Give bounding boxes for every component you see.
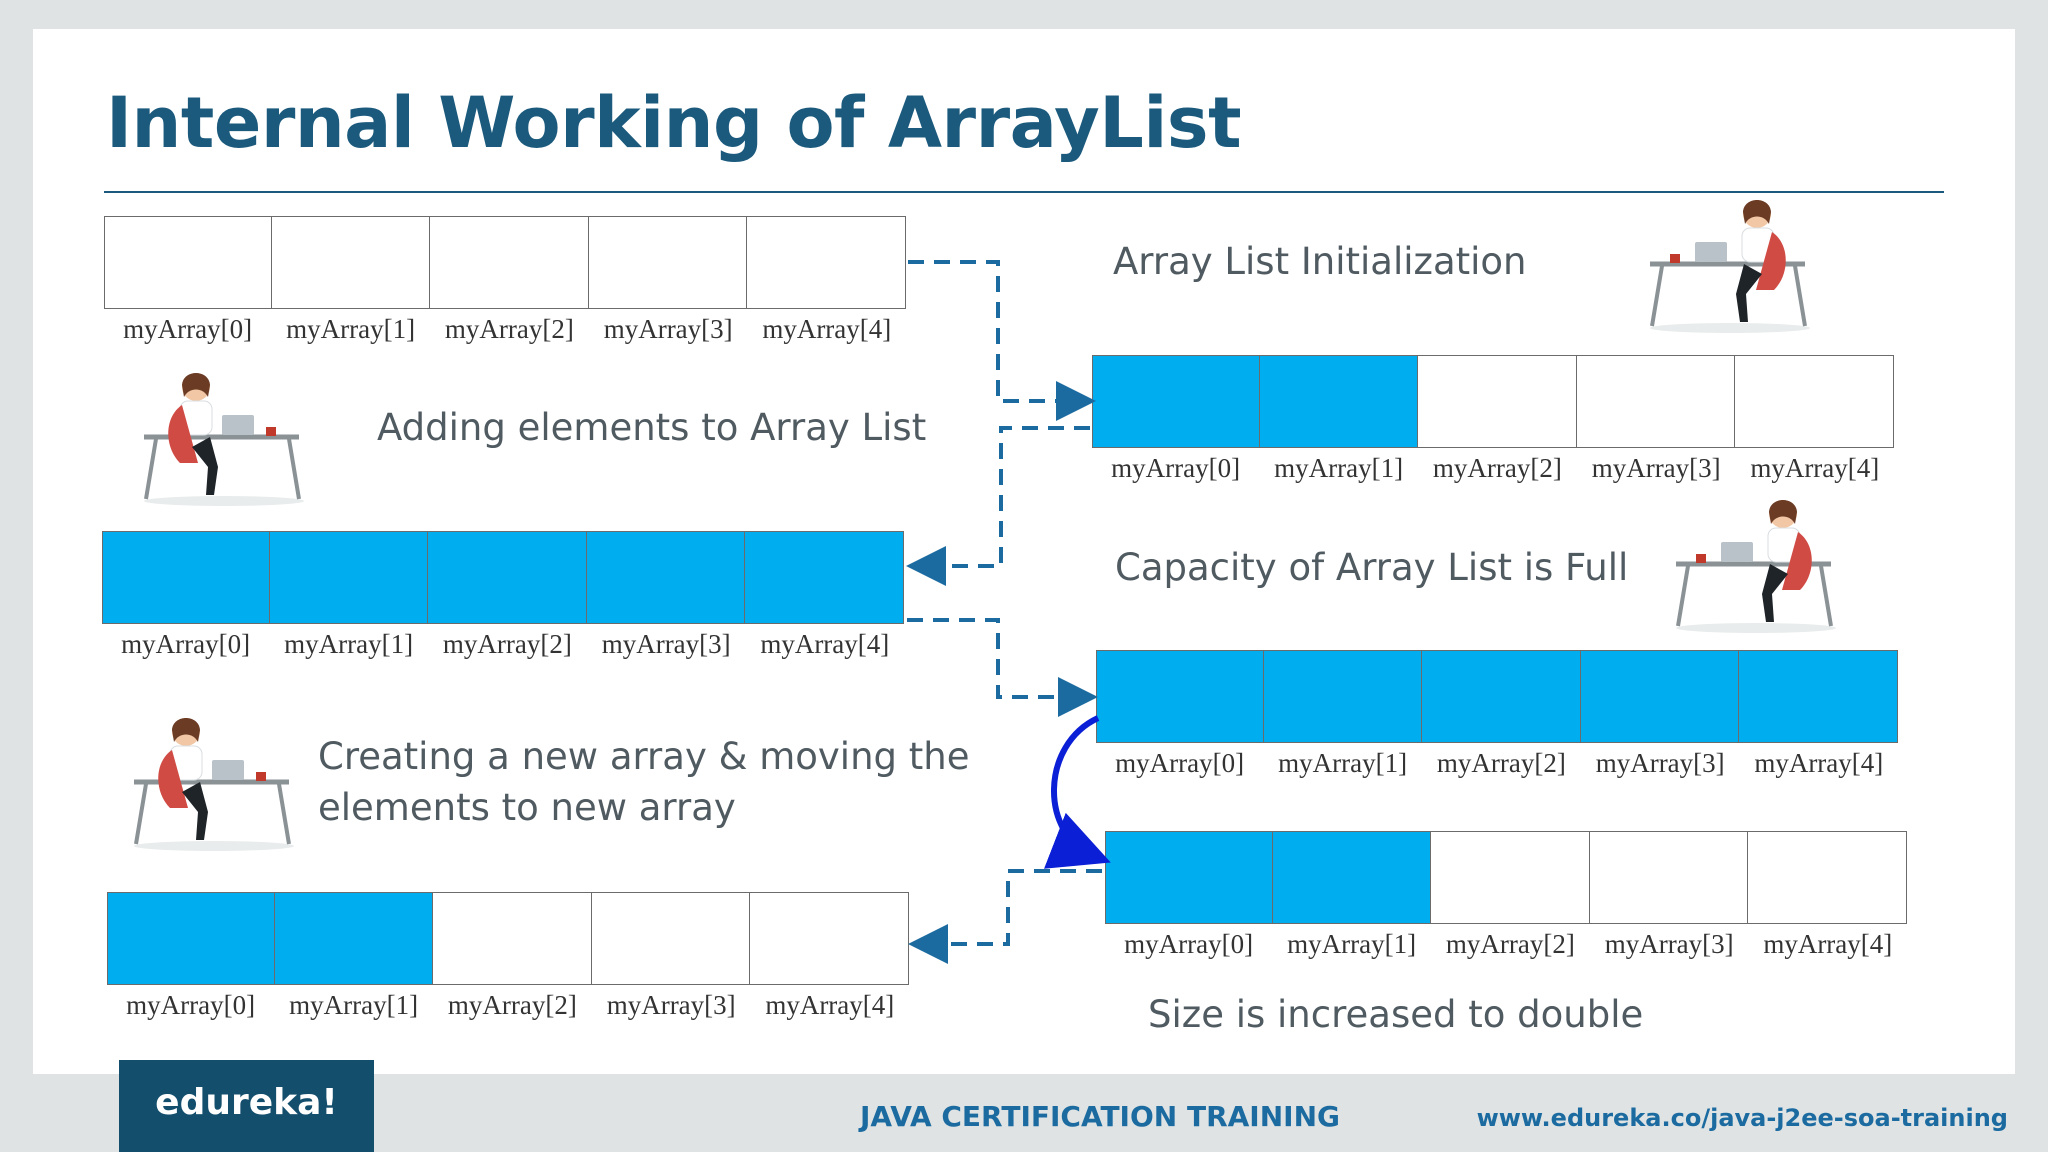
array-initialized	[1092, 355, 1894, 448]
array-cell	[592, 893, 750, 984]
array-cell	[1590, 832, 1748, 923]
slide-title: Internal Working of ArrayList	[106, 82, 1242, 164]
array-index-caption: myArray[4]	[765, 990, 895, 1020]
array-index-caption: myArray[3]	[1604, 929, 1734, 959]
array-cell	[1272, 832, 1432, 923]
array-cell	[428, 532, 587, 623]
array-cell	[105, 217, 272, 308]
array-cell	[274, 893, 434, 984]
array-index-caption: myArray[1]	[284, 629, 414, 659]
array-initialized-captions: myArray[0] myArray[1] myArray[2] myArray[3]…	[1092, 453, 1894, 487]
array-index-caption: myArray[4]	[760, 629, 890, 659]
array-cell	[1580, 651, 1739, 742]
edureka-logo-text: edureka!	[155, 1082, 338, 1123]
array-index-caption: myArray[0]	[123, 314, 253, 344]
label-capacity-full: Capacity of Array List is Full	[1115, 546, 1629, 589]
array-cell	[589, 217, 747, 308]
array-index-caption: myArray[3]	[1591, 453, 1721, 483]
array-index-caption: myArray[3]	[1595, 748, 1725, 778]
array-result	[107, 892, 909, 985]
array-cell	[1577, 356, 1735, 447]
array-index-caption: myArray[1]	[1287, 929, 1417, 959]
array-cell	[108, 893, 275, 984]
array-index-caption: myArray[1]	[289, 990, 419, 1020]
array-cell	[1735, 356, 1893, 447]
person-at-desk-illustration-4	[134, 718, 294, 851]
array-index-caption: myArray[0]	[126, 990, 256, 1020]
array-index-caption: myArray[3]	[601, 629, 731, 659]
label-adding: Adding elements to Array List	[377, 406, 927, 449]
array-index-caption: myArray[1]	[1274, 453, 1404, 483]
array-full	[1096, 650, 1898, 743]
array-cell	[1418, 356, 1577, 447]
array-cell	[586, 532, 745, 623]
array-cell	[269, 532, 429, 623]
array-index-caption: myArray[2]	[1445, 929, 1575, 959]
array-index-caption: myArray[2]	[444, 314, 574, 344]
array-index-caption: myArray[2]	[1436, 748, 1566, 778]
array-index-caption: myArray[4]	[1750, 453, 1880, 483]
course-url: www.edureka.co/java-j2ee-soa-training	[1476, 1104, 2008, 1132]
array-index-caption: myArray[1]	[1278, 748, 1408, 778]
array-cell	[1748, 832, 1906, 923]
course-title: JAVA CERTIFICATION TRAINING	[860, 1100, 1340, 1133]
array-added-captions: myArray[0] myArray[1] myArray[2] myArray[3]…	[102, 629, 904, 663]
array-cell	[1097, 651, 1264, 742]
array-index-caption: myArray[4]	[762, 314, 892, 344]
person-at-desk-illustration-3	[1676, 500, 1836, 633]
array-cell	[747, 217, 905, 308]
array-cell	[1106, 832, 1273, 923]
label-creating-line2: elements to new array	[318, 786, 736, 829]
array-cell	[103, 532, 270, 623]
array-empty	[104, 216, 906, 309]
array-index-caption: myArray[2]	[1432, 453, 1562, 483]
array-empty-captions: myArray[0] myArray[1] myArray[2] myArray[3]…	[104, 314, 906, 348]
array-cell	[1093, 356, 1260, 447]
array-new	[1105, 831, 1907, 924]
array-cell	[750, 893, 908, 984]
array-index-caption: myArray[4]	[1754, 748, 1884, 778]
array-cell	[430, 217, 589, 308]
array-cell	[1739, 651, 1897, 742]
array-index-caption: myArray[0]	[1124, 929, 1254, 959]
array-index-caption: myArray[4]	[1763, 929, 1893, 959]
array-added	[102, 531, 904, 624]
array-cell	[1263, 651, 1423, 742]
array-result-captions: myArray[0] myArray[1] myArray[2] myArray[3]…	[107, 990, 909, 1024]
array-cell	[272, 217, 431, 308]
array-index-caption: myArray[3]	[606, 990, 736, 1020]
title-divider	[104, 191, 1944, 193]
array-index-caption: myArray[1]	[286, 314, 416, 344]
label-doubled: Size is increased to double	[1148, 993, 1644, 1036]
array-cell	[1431, 832, 1590, 923]
array-index-caption: myArray[0]	[1115, 748, 1245, 778]
array-full-captions: myArray[0] myArray[1] myArray[2] myArray[3]…	[1096, 748, 1898, 782]
array-new-captions: myArray[0] myArray[1] myArray[2] myArray[3]…	[1105, 929, 1907, 963]
array-index-caption: myArray[2]	[442, 629, 572, 659]
array-index-caption: myArray[3]	[603, 314, 733, 344]
array-cell	[433, 893, 592, 984]
array-index-caption: myArray[2]	[447, 990, 577, 1020]
array-index-caption: myArray[0]	[121, 629, 251, 659]
edureka-logo: edureka!	[119, 1060, 374, 1152]
array-index-caption: myArray[0]	[1111, 453, 1241, 483]
label-creating-line1: Creating a new array & moving the	[318, 735, 970, 778]
array-cell	[745, 532, 903, 623]
person-at-desk-illustration-1	[1650, 200, 1810, 333]
person-at-desk-illustration-2	[144, 373, 304, 506]
label-initialization: Array List Initialization	[1113, 240, 1527, 283]
array-cell	[1422, 651, 1581, 742]
array-cell	[1259, 356, 1419, 447]
